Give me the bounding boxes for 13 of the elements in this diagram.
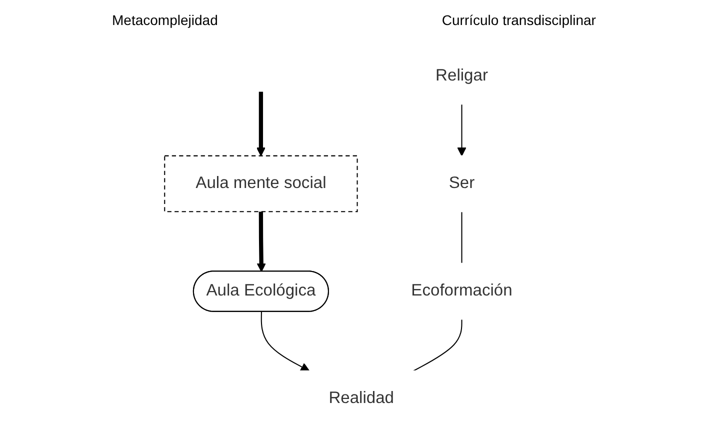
arrow — [260, 312, 310, 372]
arrow — [256, 92, 266, 156]
note-text: Currículo transdisciplinar — [442, 12, 596, 28]
connector — [413, 319, 462, 372]
node-text: Ser — [448, 174, 475, 192]
node-text: Religar — [436, 66, 488, 84]
note-text: Metacomplejidad — [112, 12, 218, 28]
node-text: Ecoformación — [411, 282, 512, 300]
node-box: Aula mente social — [164, 155, 358, 212]
connector — [461, 212, 462, 264]
node-text: Realidad — [328, 390, 394, 408]
arrow — [256, 212, 266, 272]
arrow — [457, 104, 466, 156]
